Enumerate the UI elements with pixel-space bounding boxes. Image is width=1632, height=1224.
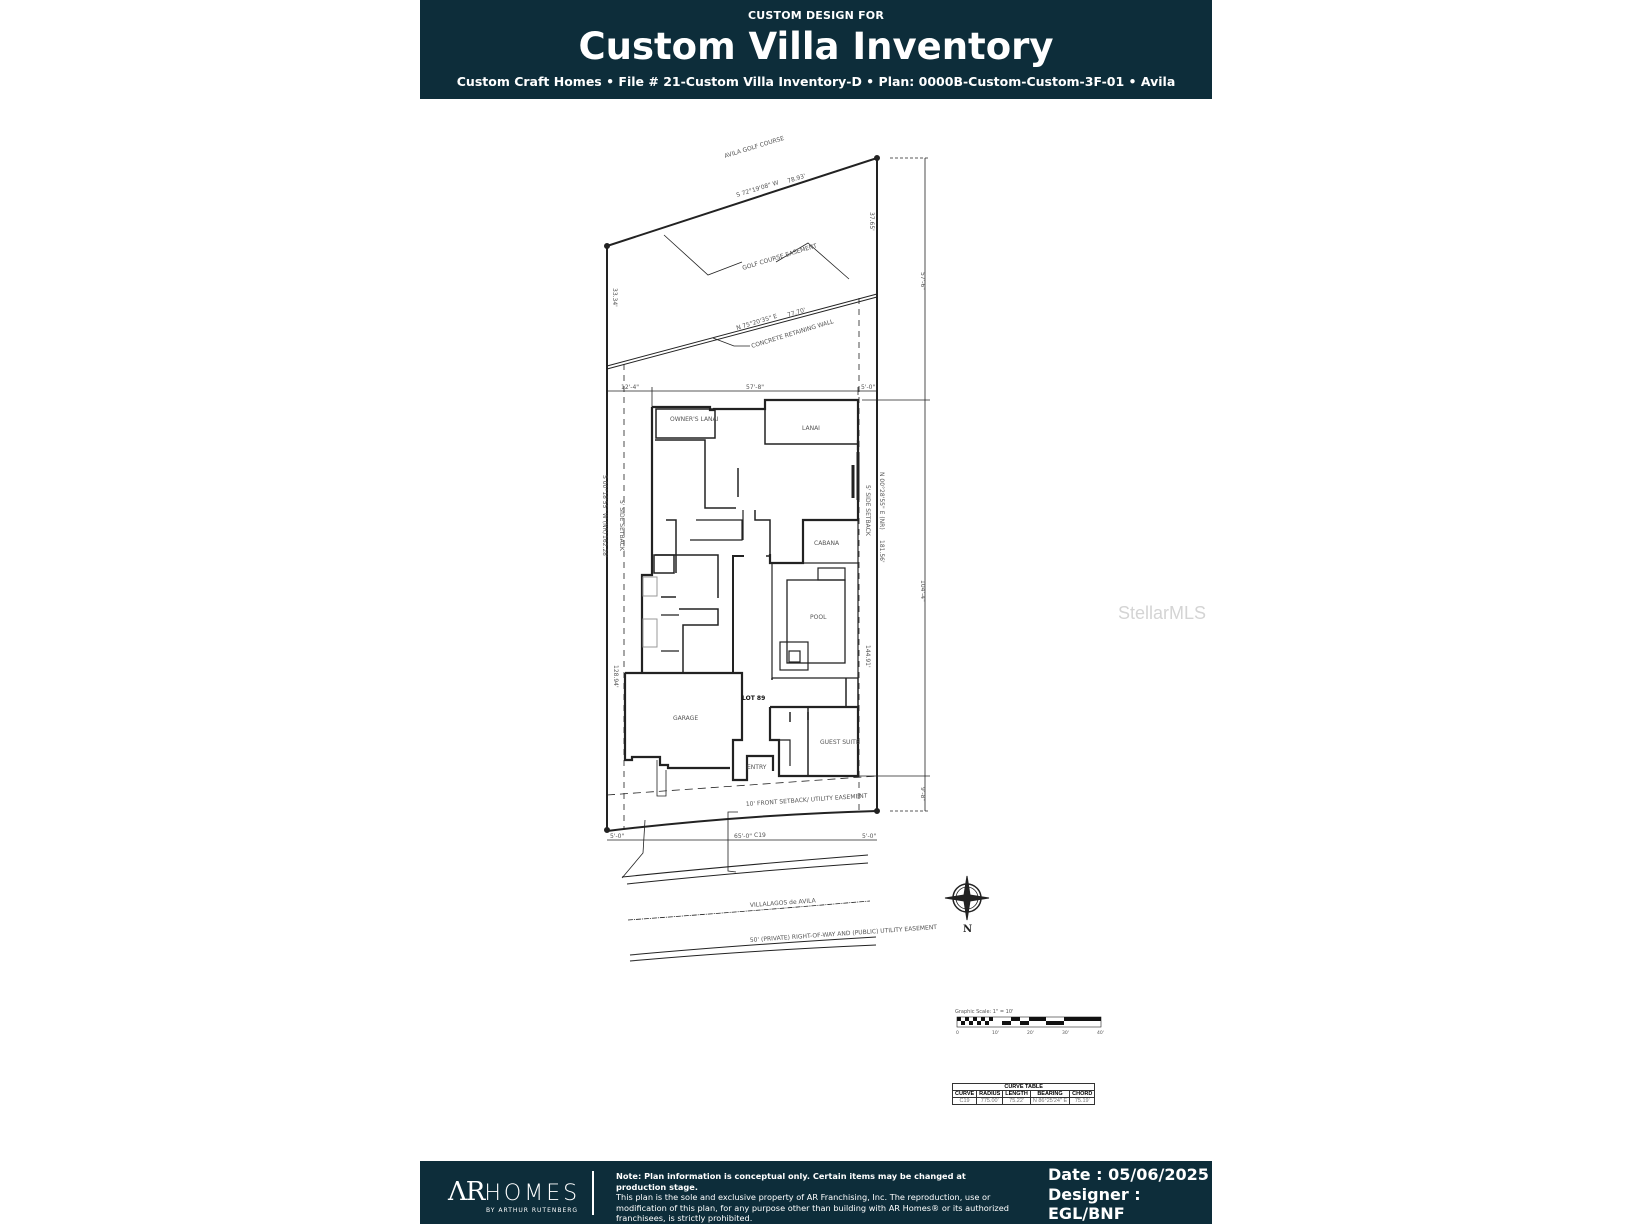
room-lanai: LANAI [802, 425, 820, 432]
scale-tick: 30' [1062, 1030, 1069, 1036]
left-bearing: S 00°18'55" W (NR) [601, 475, 608, 534]
note-text: This plan is the sole and exclusive prop… [616, 1192, 1009, 1223]
left-length: 162.28' [601, 535, 608, 558]
curve-header: CHORD [1069, 1090, 1096, 1098]
disclaimer-note: Note: Plan information is conceptual onl… [616, 1171, 1016, 1224]
right-bearing: N 00°28'55" E (NR) [878, 472, 885, 530]
designer-label: Designer : [1048, 1184, 1141, 1204]
dim-vert-mid: 104'-4" [919, 580, 926, 602]
note-bold: Note: Plan information is conceptual onl… [616, 1171, 966, 1192]
divider [592, 1171, 594, 1215]
front-right-dim: 5'-0" [862, 833, 876, 840]
right-setback: 5' SIDE SETBACK [864, 485, 871, 537]
front-setback-label: 10' FRONT SETBACK/ UTILITY EASEMENT [746, 792, 868, 808]
house-floorplan [623, 398, 860, 782]
room-guest-suite: GUEST SUITE [820, 739, 860, 746]
page-title: Custom Villa Inventory [578, 25, 1054, 68]
right-of-way-label: 50' (PRIVATE) RIGHT-OF-WAY AND (PUBLIC) … [750, 924, 938, 944]
scale-label: Graphic Scale: 1" = 10' [955, 1009, 1013, 1015]
dim-vert-top: 57'-6" [919, 272, 926, 290]
lot-boundary [606, 156, 878, 831]
front-left-dim: 5'-0" [610, 833, 624, 840]
dim-vert-bot: 9'-8" [919, 787, 926, 801]
table-row: C19 775.00' 75.22' N 86°25'24" E 75.19' [951, 1097, 1096, 1105]
north-label: N [963, 924, 972, 935]
pretitle: CUSTOM DESIGN FOR [747, 9, 885, 22]
plan-meta: Date : 05/06/2025 Designer : EGL/BNF [1048, 1165, 1209, 1224]
wall-length: 77.70' [787, 307, 807, 319]
curve-cell: 75.19' [1069, 1097, 1096, 1105]
curve-header: CURVE [951, 1090, 978, 1098]
curve-header: LENGTH [1002, 1090, 1031, 1098]
right-length: 181.56' [878, 540, 885, 563]
rear-length: 78.93' [787, 173, 807, 185]
room-entry: ENTRY [747, 764, 767, 771]
scale-tick: 40' [1097, 1030, 1104, 1036]
designer: EGL/BNF [1048, 1204, 1125, 1223]
date: Date : 05/06/2025 [1048, 1165, 1209, 1184]
room-owners-lanai: OWNER'S LANAI [670, 416, 719, 423]
curve-header: RADIUS [976, 1090, 1004, 1098]
dim-mid: 57'-8" [746, 384, 764, 391]
front-curve-label: C19 [754, 832, 766, 839]
scale-tick: 10' [992, 1030, 999, 1036]
curve-cell: 775.00' [976, 1097, 1004, 1105]
north-arrow-icon: N [944, 875, 990, 935]
graphic-scale: Graphic Scale: 1" = 10' 0 10' 20' 30' 40… [955, 1009, 1104, 1036]
lot-number: LOT 89 [742, 695, 765, 702]
left-length-2: 128.94' [612, 665, 619, 688]
left-setback: 5' SIDE SETBACK [618, 500, 625, 552]
scale-tick: 0 [956, 1030, 959, 1036]
title-banner: CUSTOM DESIGN FOR Custom Villa Inventory… [420, 0, 1212, 99]
room-garage: GARAGE [673, 715, 698, 722]
curve-header: BEARING [1029, 1090, 1071, 1098]
curve-cell: 75.22' [1002, 1097, 1031, 1105]
front-curve-line [606, 810, 878, 832]
scale-tick: 20' [1027, 1030, 1034, 1036]
golf-course-label: AVILA GOLF COURSE [724, 135, 786, 160]
room-cabana: CABANA [814, 540, 840, 547]
curve-cell: N 86°25'24" E [1029, 1097, 1071, 1105]
curve-table: CURVE TABLE CURVE RADIUS LENGTH BEARING … [951, 1083, 1096, 1105]
golf-easement-label: GOLF COURSE EASEMENT [742, 242, 819, 272]
right-length-2: 144.91' [864, 645, 871, 668]
left-upper-length: 33.34' [611, 288, 618, 307]
room-pool: POOL [810, 614, 827, 621]
plan-subtitle: Custom Craft Homes • File # 21-Custom Vi… [456, 74, 1176, 89]
ar-homes-logo: ΛRHOMES BY ARTHUR RUTENBERG [448, 1177, 581, 1214]
front-mid-dim: 65'-0" [734, 833, 752, 840]
curve-cell: C19 [951, 1097, 978, 1105]
street-name: VILLALAGOS de AVILA [750, 897, 817, 909]
footer-banner: ΛRHOMES BY ARTHUR RUTENBERG Note: Plan i… [420, 1161, 1212, 1224]
dim-left: 12'-4" [621, 384, 639, 391]
curve-table-title: CURVE TABLE [951, 1083, 1096, 1091]
watermark: StellarMLS [1118, 603, 1207, 623]
right-upper-length: 37.65' [868, 212, 875, 231]
dim-right: 5'-0" [861, 384, 875, 391]
